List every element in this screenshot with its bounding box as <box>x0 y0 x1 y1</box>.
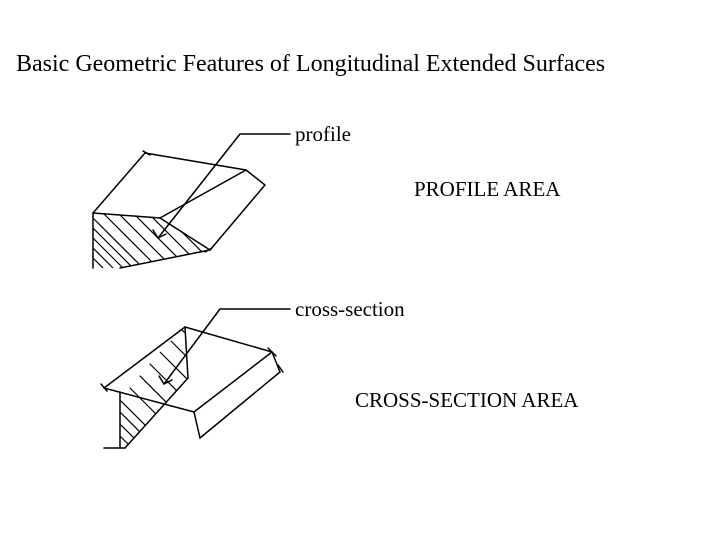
cross-section-leader-arrow <box>158 308 291 385</box>
cross-section-area-hatching <box>120 327 188 448</box>
cross-section-area-label: CROSS-SECTION AREA <box>355 388 579 412</box>
profile-callout-label: profile <box>295 122 351 146</box>
profile-leader-arrow <box>152 133 291 239</box>
profile-fin-drawing <box>92 150 266 269</box>
cross-section-fin-drawing <box>100 326 284 449</box>
diagram-title: Basic Geometric Features of Longitudinal… <box>16 51 606 77</box>
profile-area-label: PROFILE AREA <box>414 177 561 201</box>
cross-section-callout-label: cross-section <box>295 297 405 321</box>
